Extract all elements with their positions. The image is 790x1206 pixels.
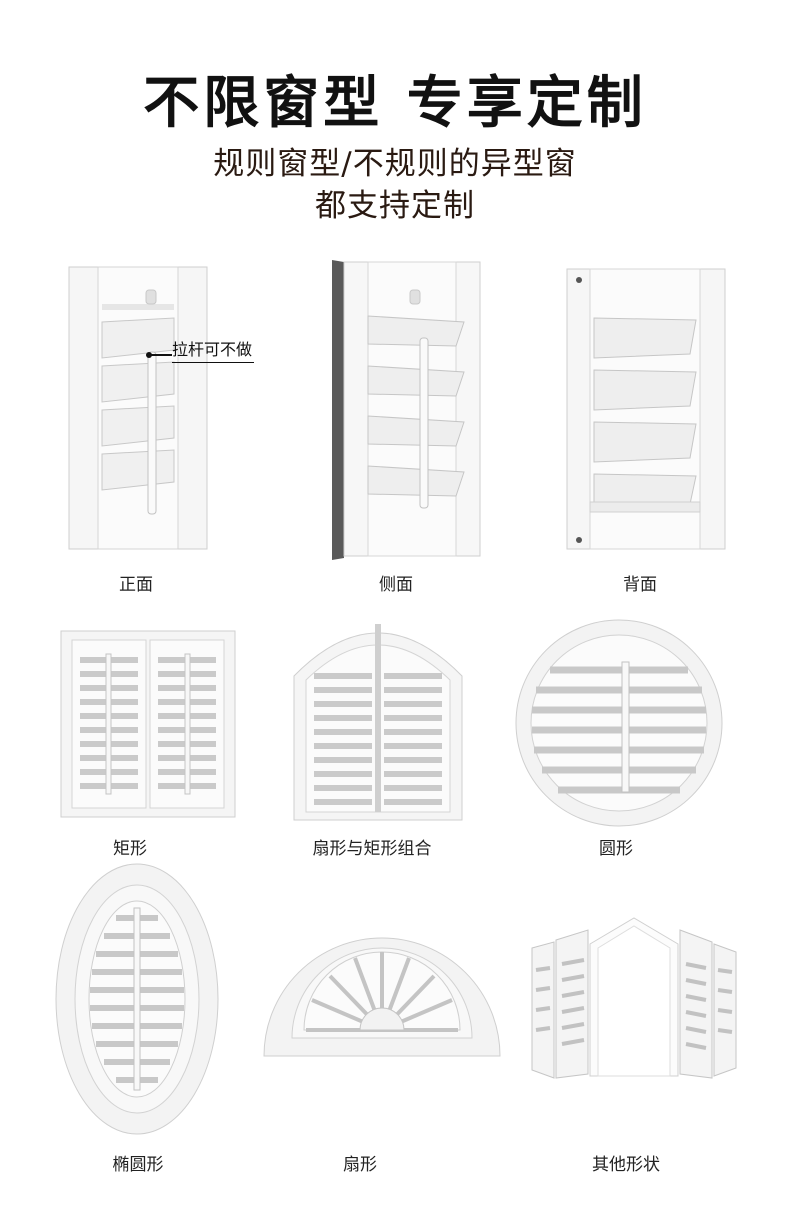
caption-front: 正面 xyxy=(119,575,153,595)
subtitle-line-1: 规则窗型/不规则的异型窗 xyxy=(213,146,577,182)
half-round-fan-shutter-image xyxy=(262,934,502,1058)
caption-circle: 圆形 xyxy=(599,839,633,859)
shutter-back-view-image xyxy=(566,268,726,550)
shutter-side-view-image xyxy=(332,260,482,560)
caption-side: 侧面 xyxy=(379,575,413,595)
arched-rectangle-shutter-image xyxy=(292,606,464,822)
caption-fan: 扇形 xyxy=(343,1155,377,1175)
caption-ellipse: 椭圆形 xyxy=(112,1155,164,1175)
oval-shutter-image xyxy=(54,862,220,1136)
shutter-front-view-image xyxy=(68,266,208,550)
callout-label: 拉杆可不做 xyxy=(172,336,255,363)
rectangle-shutter-image xyxy=(60,630,236,818)
callout-leader-line xyxy=(150,354,172,356)
circular-shutter-image xyxy=(514,618,724,828)
caption-other-shape: 其他形状 xyxy=(592,1155,660,1175)
caption-back: 背面 xyxy=(623,575,657,595)
caption-arch-rectangle: 扇形与矩形组合 xyxy=(312,839,432,859)
callout-dot xyxy=(146,352,152,358)
subtitle-line-2: 都支持定制 xyxy=(315,188,475,224)
caption-rectangle: 矩形 xyxy=(113,839,147,859)
gable-shape-shutter-image xyxy=(526,914,742,1082)
page-title: 不限窗型 专享定制 xyxy=(143,71,647,136)
